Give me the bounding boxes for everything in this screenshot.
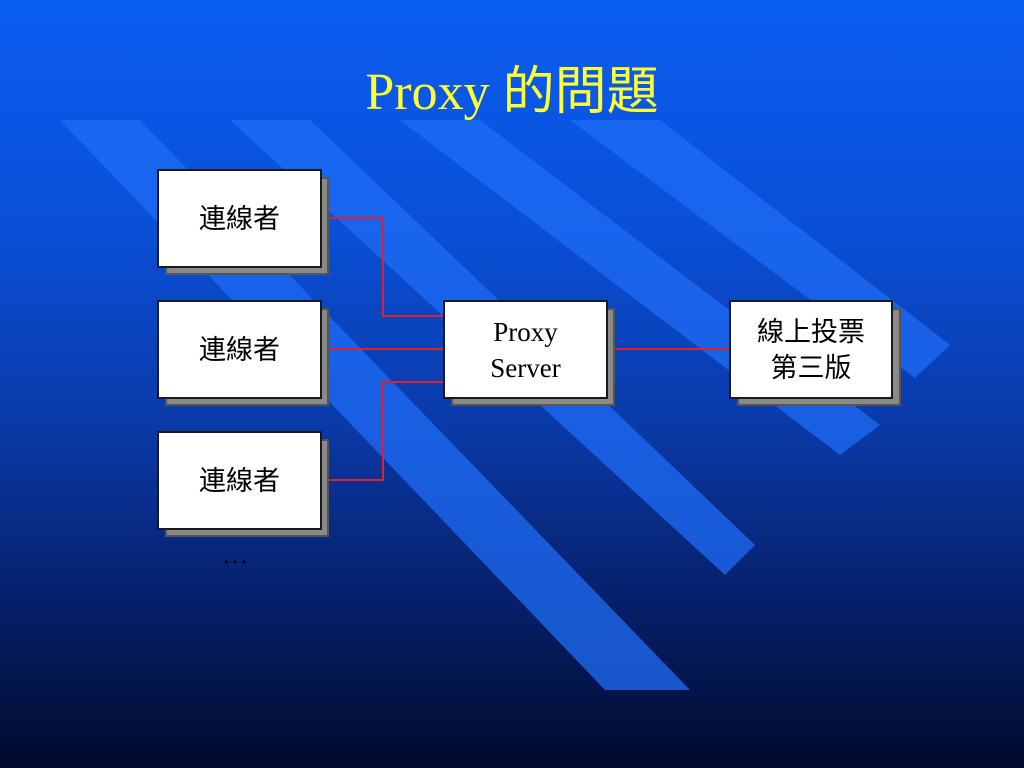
voting-system-node: 線上投票 第三版 <box>729 300 893 399</box>
voting-system-line-1: 線上投票 <box>757 316 865 347</box>
client-node-1: 連線者 <box>157 169 322 268</box>
client-node-3-label: 連線者 <box>199 465 280 496</box>
client-node-2-label: 連線者 <box>199 334 280 365</box>
client-node-1-label: 連線者 <box>199 203 280 234</box>
client-node-2: 連線者 <box>157 300 322 399</box>
client-node-3: 連線者 <box>157 431 322 530</box>
voting-system-line-2: 第三版 <box>770 352 852 383</box>
proxy-server-line-1: Proxy <box>493 316 558 347</box>
connector-client-1-proxy <box>321 217 443 317</box>
proxy-server-line-2: Server <box>490 352 561 383</box>
connector-client-3-proxy <box>321 381 443 481</box>
more-clients-indicator: … <box>222 540 248 569</box>
proxy-server-node: Proxy Server <box>443 300 608 399</box>
slide-title: Proxy 的問題 <box>365 64 659 121</box>
